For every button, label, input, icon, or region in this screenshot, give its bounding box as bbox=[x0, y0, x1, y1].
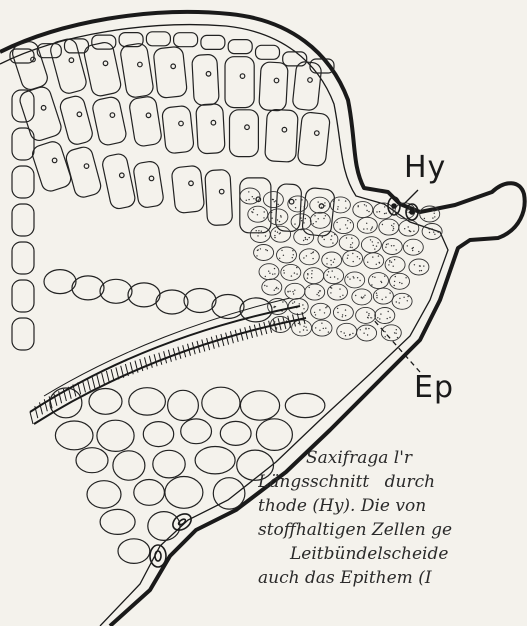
caption-line: stoffhaltigen Zellen ge bbox=[258, 518, 527, 542]
caption-line: Leitbündelscheide bbox=[258, 542, 527, 566]
caption-line: Saxifraga l'r bbox=[258, 446, 527, 470]
caption: Saxifraga l'r Längsschnitt durch thode (… bbox=[258, 446, 527, 590]
caption-line: Längsschnitt durch bbox=[258, 470, 527, 494]
hy-leader-line bbox=[404, 190, 418, 204]
label-hy: Hy bbox=[404, 150, 446, 185]
caption-line: thode (Hy). Die von bbox=[258, 494, 527, 518]
label-ep: Ep bbox=[414, 370, 454, 405]
caption-line: auch das Epithem (I bbox=[258, 566, 527, 590]
